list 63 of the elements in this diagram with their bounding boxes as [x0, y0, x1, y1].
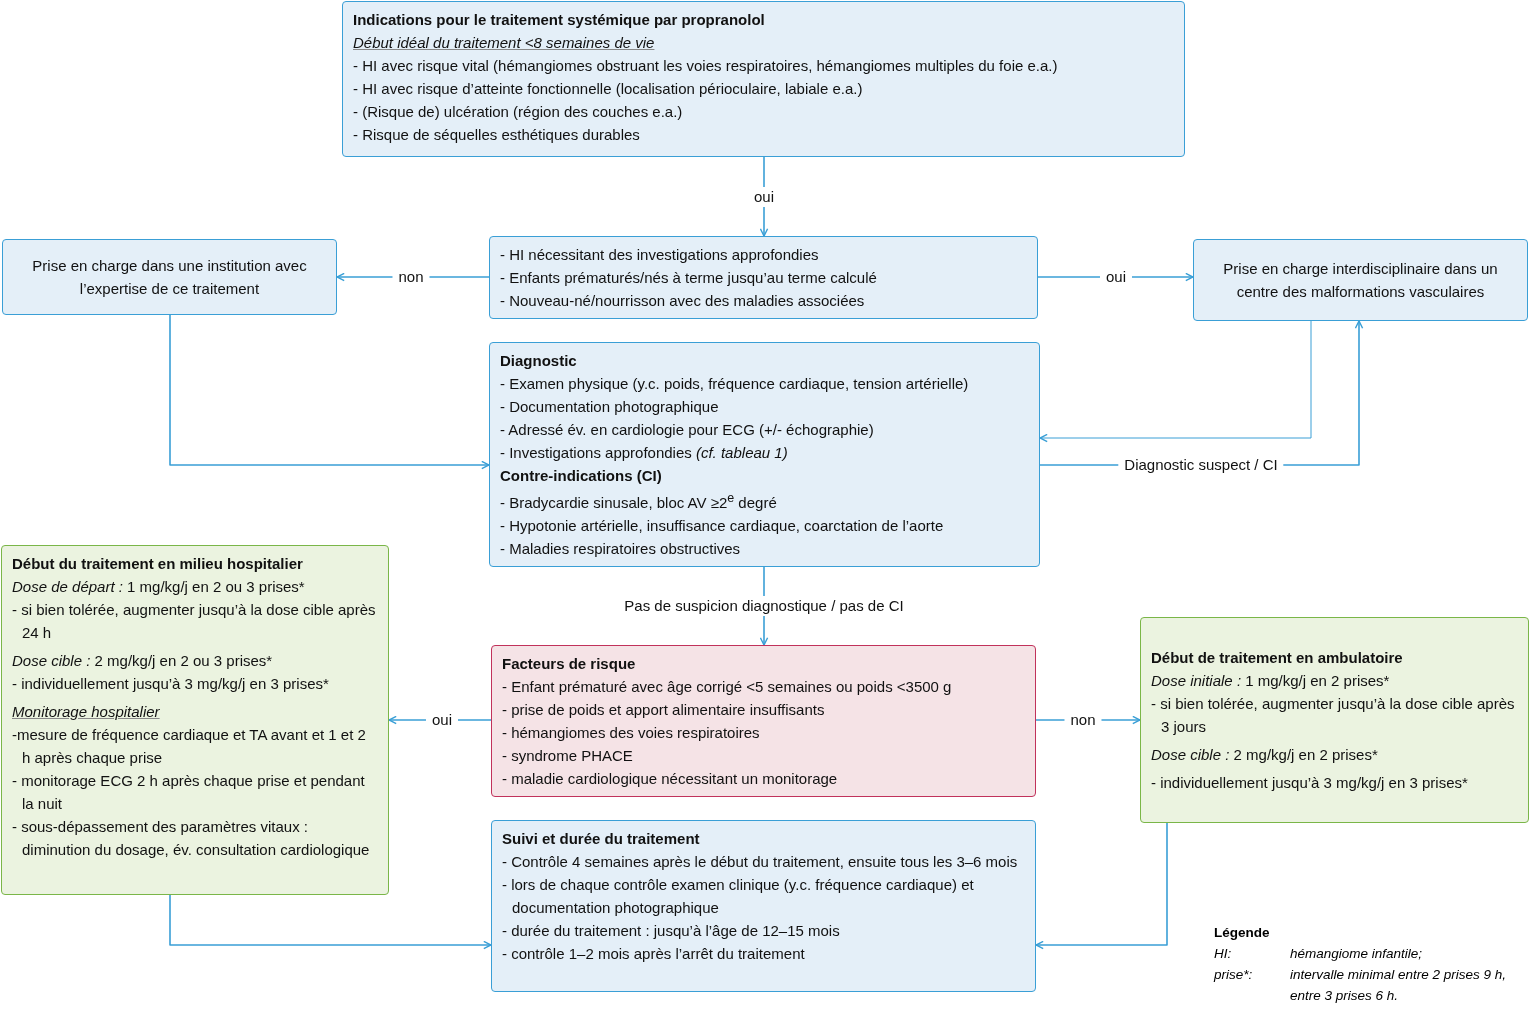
box-text: - HI avec risque d’atteinte fonctionnelle (localisation périoculaire, labiale e.a.) — [353, 79, 864, 99]
box-text: -mesure de fréquence cardiaque et TA avant et 1 et 2 h après chaque prise — [12, 725, 367, 768]
legend-definition: hémangiome infantile; — [1290, 945, 1424, 963]
arrow — [169, 314, 490, 470]
box-text: - individuellement jusqu’à 3 mg/kg/j en 3 prises* — [12, 674, 330, 694]
box-text: - Maladies respiratoires obstructives — [500, 539, 742, 559]
box-text: Prise en charge dans une institution avec l’expertise de ce traitement — [31, 256, 308, 299]
box-text: - si bien tolérée, augmenter jusqu’à la dose cible après 3 jours — [1151, 694, 1516, 737]
box-text: - syndrome PHACE — [502, 746, 634, 766]
box-text: - sous-dépassement des paramètres vitaux : diminution du dosage, év. consultation cardiologique — [12, 817, 371, 860]
legend-term: prise*: — [1214, 966, 1254, 984]
box-text: - Contrôle 4 semaines après le début du traitement, ensuite tous les 3–6 mois — [502, 852, 1019, 872]
diagnostic-box — [489, 342, 1040, 567]
box-text: Prise en charge interdisciplinaire dans un centre des malformations vasculaires — [1222, 259, 1499, 302]
box-heading: Indications pour le traitement systémique par propranolol — [353, 10, 766, 30]
risk-factor-box — [491, 645, 1036, 797]
box-text: - Enfant prématuré avec âge corrigé <5 semaines ou poids <3500 g — [502, 677, 953, 697]
box-heading: Contre-indications (CI) — [500, 466, 663, 486]
box-text: - (Risque de) ulcération (région des couches e.a.) — [353, 102, 684, 122]
box-text: - individuellement jusqu’à 3 mg/kg/j en 3 prises* — [1151, 773, 1469, 793]
box-heading: Début de traitement en ambulatoire — [1151, 648, 1404, 668]
box-text: - HI avec risque vital (hémangiomes obstruant les voies respiratoires, hémangiomes multiples du foie e.a.) — [353, 56, 1059, 76]
box-text: Dose initiale : 1 mg/kg/j en 2 prises* — [1151, 671, 1391, 691]
box-text: - lors de chaque contrôle examen clinique (y.c. fréquence cardiaque) et documentation photographique — [502, 875, 975, 918]
box-text: - Hypotonie artérielle, insuffisance cardiaque, coarctation de l’aorte — [500, 516, 945, 536]
box-text: - hémangiomes des voies respiratoires — [502, 723, 761, 743]
box-text: Dose cible : 2 mg/kg/j en 2 ou 3 prises* — [12, 651, 274, 671]
arrow — [1039, 320, 1312, 443]
box-heading: Diagnostic — [500, 351, 578, 371]
box-text: - Risque de séquelles esthétiques durables — [353, 125, 641, 145]
box-text: Dose de départ : 1 mg/kg/j en 2 ou 3 prises* — [12, 577, 306, 597]
box-text: - Adressé év. en cardiologie pour ECG (+/- échographie) — [500, 420, 875, 440]
legend-definition: intervalle minimal entre 2 prises 9 h, entre 3 prises 6 h. — [1290, 966, 1508, 1005]
box-text: - Documentation photographique — [500, 397, 720, 417]
process-box — [2, 239, 337, 315]
treatment-box — [1, 545, 389, 895]
follow-up-box — [491, 820, 1036, 992]
legend-title: Légende — [1214, 924, 1271, 942]
box-text: - si bien tolérée, augmenter jusqu’à la dose cible après 24 h — [12, 600, 377, 643]
box-text: - prise de poids et apport alimentaire insuffisants — [502, 700, 826, 720]
box-text: - HI nécessitant des investigations approfondies — [500, 245, 820, 265]
box-heading: Suivi et durée du traitement — [502, 829, 701, 849]
criteria-box — [489, 236, 1038, 319]
indication-box — [342, 1, 1185, 157]
arrow — [1035, 822, 1168, 950]
box-text: - Bradycardie sinusale, bloc AV ≥2$^{e}$ degré — [500, 490, 778, 513]
box-text: Dose cible : 2 mg/kg/j en 2 prises* — [1151, 745, 1379, 765]
treatment-box — [1140, 617, 1529, 823]
box-text: - Investigations approfondies (cf. tableau 1) — [500, 443, 789, 463]
box-heading: Facteurs de risque — [502, 654, 637, 674]
box-text: - monitorage ECG 2 h après chaque prise et pendant la nuit — [12, 771, 366, 814]
process-box — [1193, 239, 1528, 321]
box-text: Début idéal du traitement <8 semaines de vie — [353, 33, 656, 53]
box-heading: Début du traitement en milieu hospitalier — [12, 554, 304, 574]
box-text: - contrôle 1–2 mois après l’arrêt du traitement — [502, 944, 806, 964]
box-text: - Nouveau-né/nourrisson avec des maladies associées — [500, 291, 866, 311]
box-text: - durée du traitement : jusqu’à l’âge de 12–15 mois — [502, 921, 841, 941]
box-text: - Examen physique (y.c. poids, fréquence cardiaque, tension artérielle) — [500, 374, 970, 394]
legend-term: HI: — [1214, 945, 1233, 963]
arrow — [169, 894, 492, 950]
box-text: - maladie cardiologique nécessitant un monitorage — [502, 769, 839, 789]
box-text: - Enfants prématurés/nés à terme jusqu’au terme calculé — [500, 268, 878, 288]
box-text: Monitorage hospitalier — [12, 702, 161, 722]
